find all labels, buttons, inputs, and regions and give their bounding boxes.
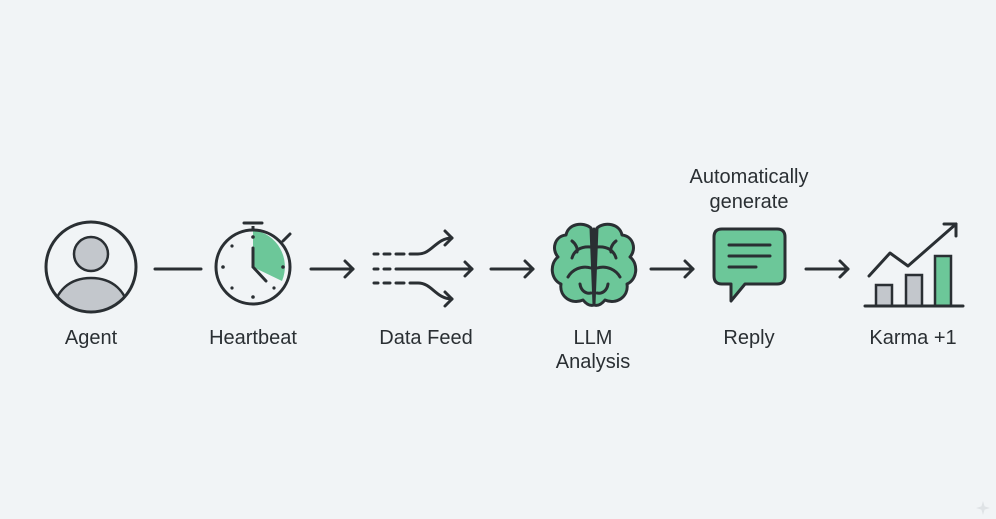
step-label-data-feed: Data Feed <box>379 327 473 349</box>
annotation-line: generate <box>709 191 789 213</box>
step-label-line: Analysis <box>555 351 631 373</box>
step-label-llm-analysis: LLM Analysis <box>556 326 630 374</box>
arrow-icon <box>649 259 695 279</box>
arrow-icon <box>489 259 535 279</box>
step-label-heartbeat: Heartbeat <box>209 327 297 349</box>
step-label-line: LLM <box>573 327 613 349</box>
arrow-icon <box>309 259 355 279</box>
annotation-automatically-generate: Automatically generate <box>690 165 809 215</box>
user-avatar-icon <box>44 220 138 314</box>
data-stream-icon <box>372 229 474 308</box>
chat-bubble-icon <box>712 227 787 303</box>
sparkle-icon <box>976 501 990 515</box>
step-label-agent: Agent <box>64 327 118 349</box>
brain-icon <box>550 222 638 307</box>
arrow-icon <box>804 259 850 279</box>
stopwatch-icon <box>214 221 292 306</box>
step-label-karma: Karma +1 <box>869 327 957 349</box>
growth-chart-icon <box>863 222 965 308</box>
annotation-line: Automatically <box>689 166 809 188</box>
step-label-reply: Reply <box>723 327 775 349</box>
